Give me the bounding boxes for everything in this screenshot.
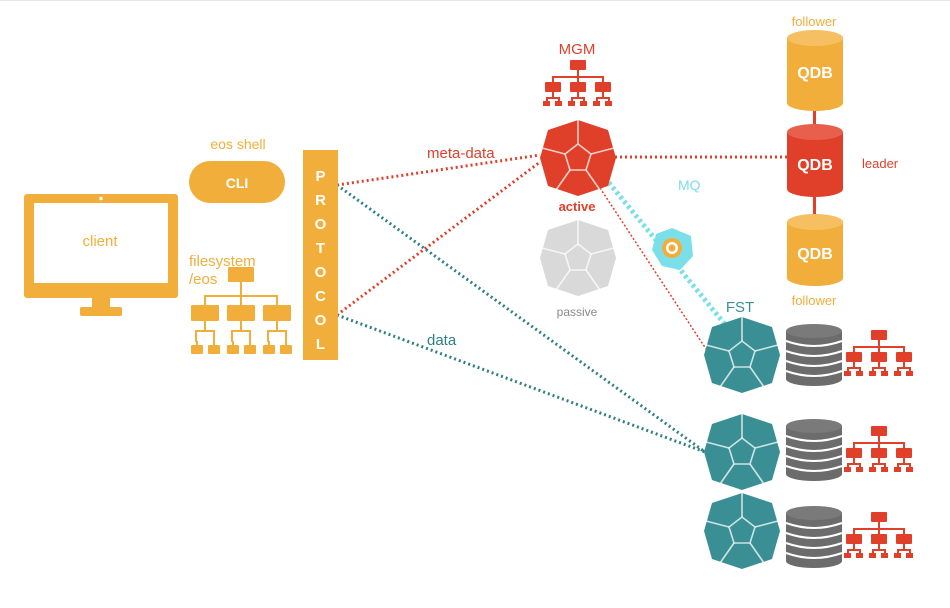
protocol-letter: P (315, 168, 325, 185)
fst-server-icon (703, 316, 781, 394)
meta-data-links (336, 153, 541, 317)
protocol-letter: O (315, 216, 327, 233)
mq-node (652, 228, 693, 270)
qdb-label: QDB (797, 157, 833, 174)
fst-node-1 (703, 316, 913, 394)
leader-label: leader (862, 156, 899, 171)
qdb-follower-top: QDB (787, 30, 843, 111)
mq-label: MQ (678, 177, 701, 193)
eos-shell-label: eos shell (210, 136, 265, 152)
fst-server-icon (703, 413, 781, 491)
disk-stack-icon (785, 418, 843, 482)
fst-tree-icon (844, 512, 913, 558)
passive-label: passive (557, 305, 598, 319)
qdb-follower-bottom: QDB (787, 214, 843, 286)
filesystem-label: filesystem (189, 253, 256, 270)
mgm-label: MGM (559, 41, 596, 58)
data-links (336, 183, 706, 454)
disk-stack-icon (785, 505, 843, 569)
qdb-connector-top (813, 100, 816, 130)
mgm-active-node (539, 119, 617, 197)
mgm-fst-link (599, 187, 711, 356)
meta-data-link-upper (336, 153, 541, 187)
cli-label: CLI (226, 175, 249, 191)
data-link-lower (336, 313, 706, 454)
fst-label: FST (726, 299, 754, 316)
qdb-leader: QDB (787, 124, 843, 197)
qdb-label: QDB (797, 65, 833, 82)
mgm-tree-icon (543, 60, 612, 106)
filesystem-path-label: /eos (189, 271, 217, 288)
active-label: active (559, 199, 596, 214)
protocol-letter: O (315, 264, 327, 281)
qdb-connector-bottom (813, 185, 816, 217)
qdb-label: QDB (797, 246, 833, 263)
protocol-letter: O (315, 312, 327, 329)
protocol-letter: C (315, 288, 326, 305)
disk-stack-icon (785, 323, 843, 387)
meta-data-label: meta-data (427, 145, 495, 162)
protocol-letter: T (316, 240, 325, 257)
protocol-letter: L (316, 336, 325, 353)
protocol-letter: R (315, 192, 326, 209)
client-monitor: client (24, 194, 178, 316)
meta-data-link-lower (336, 160, 541, 317)
client-label: client (82, 233, 118, 250)
follower-top-label: follower (792, 14, 837, 29)
fst-tree-icon (844, 426, 913, 472)
mgm-passive-node (539, 219, 617, 297)
fst-node-2 (703, 413, 913, 491)
fst-node-3 (703, 492, 913, 570)
fst-tree-icon (844, 330, 913, 376)
filesystem-tree-icon (191, 267, 292, 354)
protocol-bar: P R O T O C O L (303, 150, 338, 360)
data-link-upper (336, 183, 706, 454)
fst-server-icon (703, 492, 781, 570)
top-border (0, 0, 950, 1)
follower-bottom-label: follower (792, 293, 837, 308)
data-label: data (427, 332, 457, 349)
cli-pill: CLI (189, 161, 285, 203)
